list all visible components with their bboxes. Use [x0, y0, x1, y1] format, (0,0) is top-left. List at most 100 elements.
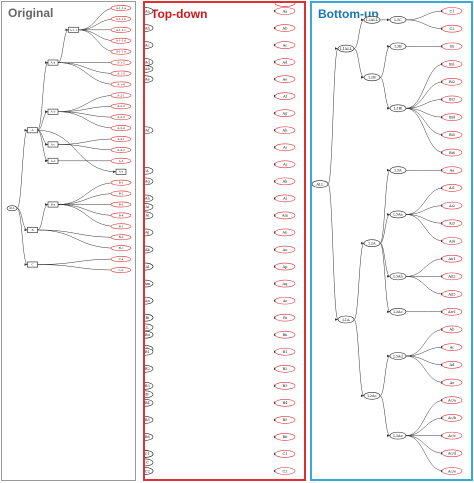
leaf-ellipse [274, 364, 296, 373]
node-ellipse [145, 211, 154, 220]
edge-all-a [16, 130, 28, 209]
node-ae: A-e [115, 168, 127, 175]
node-aa4: A-1-4 [110, 81, 132, 88]
arrowhead [24, 263, 28, 266]
node-ellipse [145, 458, 154, 467]
leaf-ellipse [441, 361, 463, 369]
node-l2all: L2ALL [363, 16, 381, 24]
node-label: Ac/e [447, 469, 456, 473]
node-ellipse [145, 228, 154, 237]
arrowhead [387, 275, 390, 278]
node-ellipse [145, 126, 154, 135]
node-ac2: A-4-2 [110, 147, 132, 153]
node-tb5: B5 [274, 416, 296, 424]
leaf-ellipse [274, 211, 296, 220]
node-ellipse [145, 24, 154, 32]
node-label: Ac [449, 345, 455, 349]
node-label: L3Am [145, 282, 151, 286]
node-l3ak: L3Ak [145, 245, 154, 254]
leaf-ellipse [110, 136, 132, 142]
node-l3an: L3An [145, 296, 154, 305]
node-ellipse [312, 180, 329, 188]
node-label: Ap [282, 265, 289, 269]
leaf-ellipse [274, 416, 296, 424]
node-label: Ac/a [447, 398, 457, 402]
node-label: ALL [8, 206, 15, 210]
box-shape [47, 59, 59, 66]
leaf-ellipse [441, 307, 463, 316]
node-tap: Ap [274, 262, 296, 271]
node-label: L2A [368, 241, 376, 245]
arrowhead [387, 434, 390, 437]
edge-c-ca [37, 258, 117, 265]
leaf-ellipse [441, 290, 463, 298]
node-label: C-b [119, 268, 124, 272]
edge-ac-ac2 [57, 144, 117, 151]
edge-l1all-l2b [353, 48, 365, 78]
node-label: B-a [51, 202, 56, 206]
edge-b-ba [37, 204, 49, 231]
leaf-ellipse [441, 343, 463, 351]
node-label: A-1-3 [116, 71, 125, 75]
node-label: L3Al [145, 265, 150, 269]
node-ellipse [145, 167, 154, 175]
node-label: L2B [145, 393, 149, 397]
node-label: B-b [119, 235, 124, 239]
node-label: L3A [394, 168, 402, 172]
arrowhead [65, 28, 69, 32]
edge-l3c-bc1 [405, 10, 445, 21]
edge-l3ad-bad [405, 355, 445, 366]
node-l1a: L1A [337, 315, 355, 324]
node-label: A-5 [118, 159, 124, 163]
leaf-ellipse [110, 157, 132, 164]
node-ellipse [145, 203, 154, 211]
node-l3ai: L3Ai [145, 211, 154, 220]
node-ellipse [145, 58, 154, 66]
leaf-ellipse [274, 7, 296, 15]
node-tao: Ao [274, 245, 296, 254]
node-ac1: A-4-1 [110, 136, 132, 142]
node-label: L3B3 [145, 384, 151, 388]
node-label: L3Ae [393, 434, 402, 438]
node-aa: A-a [47, 59, 59, 66]
node-label: Aa [449, 168, 456, 172]
leaf-ellipse [274, 347, 296, 356]
leaf-ellipse [274, 194, 296, 203]
node-tb1: B1 [274, 347, 296, 356]
node-tbii: Bii [274, 330, 296, 339]
node-tc2: C2 [274, 467, 296, 475]
edge-l1all-l2all [353, 19, 365, 49]
node-tb3: B3 [274, 382, 296, 390]
edge-aa1-aa14 [78, 29, 117, 41]
node-label: L3Aa [145, 9, 151, 13]
leaf-ellipse [274, 296, 296, 305]
node-tah: Ah [274, 126, 296, 135]
node-bai1: Ai1 [441, 184, 463, 192]
node-l3b6: L3B6 [145, 433, 154, 441]
node-label: Aii1 [447, 257, 455, 261]
leaf-ellipse [274, 433, 296, 441]
node-label: L3B2 [145, 367, 150, 371]
edge-ab-ab4 [57, 111, 117, 129]
leaf-ellipse [441, 184, 463, 192]
node-tc1: C1 [274, 450, 296, 458]
node-label: L1C [145, 461, 149, 465]
node-tab: Ab [274, 24, 296, 32]
node-label: Al [282, 197, 288, 201]
node-label: Aii3 [447, 292, 456, 296]
leaf-ellipse [441, 272, 463, 281]
node-bacb: Ac/b [441, 414, 463, 422]
leaf-ellipse [441, 166, 463, 175]
node-tak: Ak [274, 177, 296, 186]
arrowhead [24, 228, 28, 232]
node-ellipse [145, 330, 154, 339]
node-baii1: Aii1 [441, 254, 463, 263]
node-l3a: L3A [389, 166, 407, 175]
node-l1a: L1A [145, 167, 154, 175]
leaf-ellipse [441, 113, 463, 121]
node-label: Bi2 [449, 80, 455, 84]
node-ellipse [145, 177, 154, 186]
node-label: L3Bi [394, 107, 403, 111]
node-aa15: A-1-1-e [110, 48, 132, 55]
node-l1all: L1ALL [337, 44, 355, 53]
